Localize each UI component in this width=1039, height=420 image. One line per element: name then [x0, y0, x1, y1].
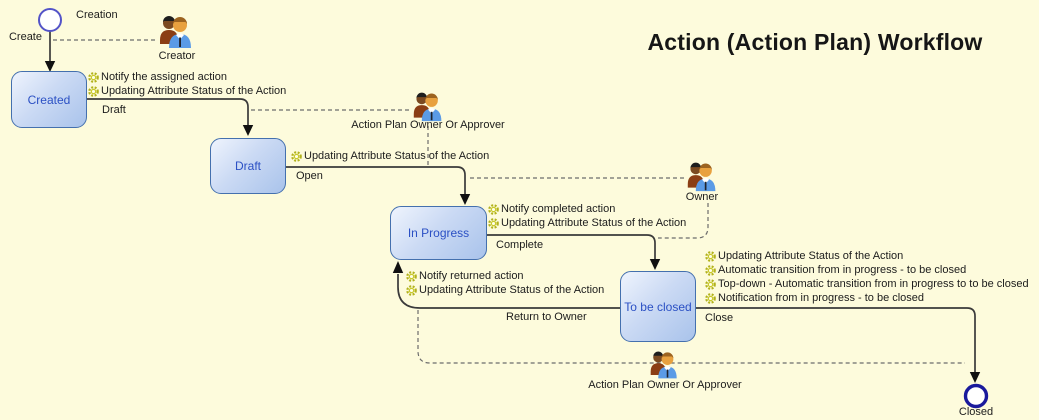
end-node[interactable] [963, 383, 989, 409]
gear-icon [488, 203, 499, 215]
state-draft[interactable]: Draft [210, 138, 286, 194]
gear-icon [88, 85, 99, 97]
transition-label-create: Create [8, 31, 42, 43]
action-label: Updating Attribute Status of the Action [419, 284, 605, 296]
action-label: Notify completed action [501, 203, 616, 215]
action-item[interactable]: Updating Attribute Status of the Action [88, 84, 286, 98]
return-actions: Notify returned action Updating Attribut… [406, 269, 604, 297]
gear-icon [705, 250, 716, 262]
transition-close-line[interactable] [696, 307, 976, 372]
end-node-label: Closed [958, 406, 994, 418]
state-to-be-closed[interactable]: To be closed [620, 271, 696, 342]
owner-icon[interactable] [687, 162, 716, 192]
transition-open-line[interactable] [286, 166, 466, 195]
transition-label-complete: Complete [496, 239, 544, 251]
gear-icon [705, 292, 716, 304]
gear-icon [488, 217, 499, 229]
transition-label-return-to-owner: Return to Owner [506, 311, 587, 323]
action-item[interactable]: Notification from in progress - to be cl… [705, 291, 1029, 305]
start-node-label: Creation [76, 9, 118, 21]
action-label: Top-down - Automatic transition from in … [718, 278, 1029, 290]
transition-draft-line[interactable] [87, 98, 249, 126]
action-item[interactable]: Updating Attribute Status of the Action [291, 149, 489, 163]
open-actions: Updating Attribute Status of the Action [291, 149, 489, 163]
action-label: Automatic transition from in progress - … [718, 264, 967, 276]
state-in-progress-label: In Progress [407, 226, 470, 240]
state-draft-label: Draft [234, 159, 261, 173]
owner-approver-bottom-icon[interactable] [650, 351, 677, 379]
owner-approver-top-label: Action Plan Owner Or Approver [351, 119, 505, 131]
action-item[interactable]: Updating Attribute Status of the Action [705, 249, 1029, 263]
transition-return-line[interactable] [397, 274, 620, 309]
gear-icon [705, 264, 716, 276]
start-node[interactable] [38, 8, 62, 32]
action-label: Updating Attribute Status of the Action [718, 250, 904, 262]
action-item[interactable]: Notify completed action [488, 202, 686, 216]
complete-actions: Notify completed action Updating Attribu… [488, 202, 686, 230]
transition-label-open: Open [296, 170, 323, 182]
action-label: Notify the assigned action [101, 71, 227, 83]
link-owner-approver-bottom [417, 310, 965, 364]
owner-approver-bottom-label: Action Plan Owner Or Approver [588, 379, 742, 391]
arrowheads [44, 61, 981, 383]
diagram-title: Action (Action Plan) Workflow [647, 29, 983, 55]
gear-icon [88, 71, 99, 83]
created-actions: Notify the assigned action Updating Attr… [88, 70, 286, 98]
creator-label: Creator [158, 50, 196, 62]
action-label: Updating Attribute Status of the Action [501, 217, 687, 229]
state-to-be-closed-label: To be closed [624, 299, 692, 314]
owner-approver-top-icon[interactable] [413, 92, 442, 122]
action-item[interactable]: Top-down - Automatic transition from in … [705, 277, 1029, 291]
gear-icon [406, 270, 417, 282]
action-label: Updating Attribute Status of the Action [304, 150, 490, 162]
transition-complete-line[interactable] [487, 234, 656, 260]
state-created-label: Created [27, 92, 71, 107]
action-item[interactable]: Notify returned action [406, 269, 604, 283]
creator-icon[interactable] [160, 16, 191, 48]
action-label: Notify returned action [419, 270, 524, 282]
owner-label: Owner [685, 191, 719, 203]
link-owner-complete [658, 203, 709, 239]
gear-icon [291, 150, 302, 162]
state-in-progress[interactable]: In Progress [390, 206, 487, 260]
close-actions: Updating Attribute Status of the Action … [705, 249, 1029, 305]
transition-label-draft: Draft [102, 104, 126, 116]
gear-icon [406, 284, 417, 296]
action-item[interactable]: Updating Attribute Status of the Action [488, 216, 686, 230]
action-item[interactable]: Updating Attribute Status of the Action [406, 283, 604, 297]
action-item[interactable]: Notify the assigned action [88, 70, 286, 84]
action-label: Notification from in progress - to be cl… [718, 292, 925, 304]
action-label: Updating Attribute Status of the Action [101, 85, 287, 97]
gear-icon [705, 278, 716, 290]
state-created[interactable]: Created [11, 71, 87, 128]
transition-label-close: Close [705, 312, 734, 324]
action-item[interactable]: Automatic transition from in progress - … [705, 263, 1029, 277]
